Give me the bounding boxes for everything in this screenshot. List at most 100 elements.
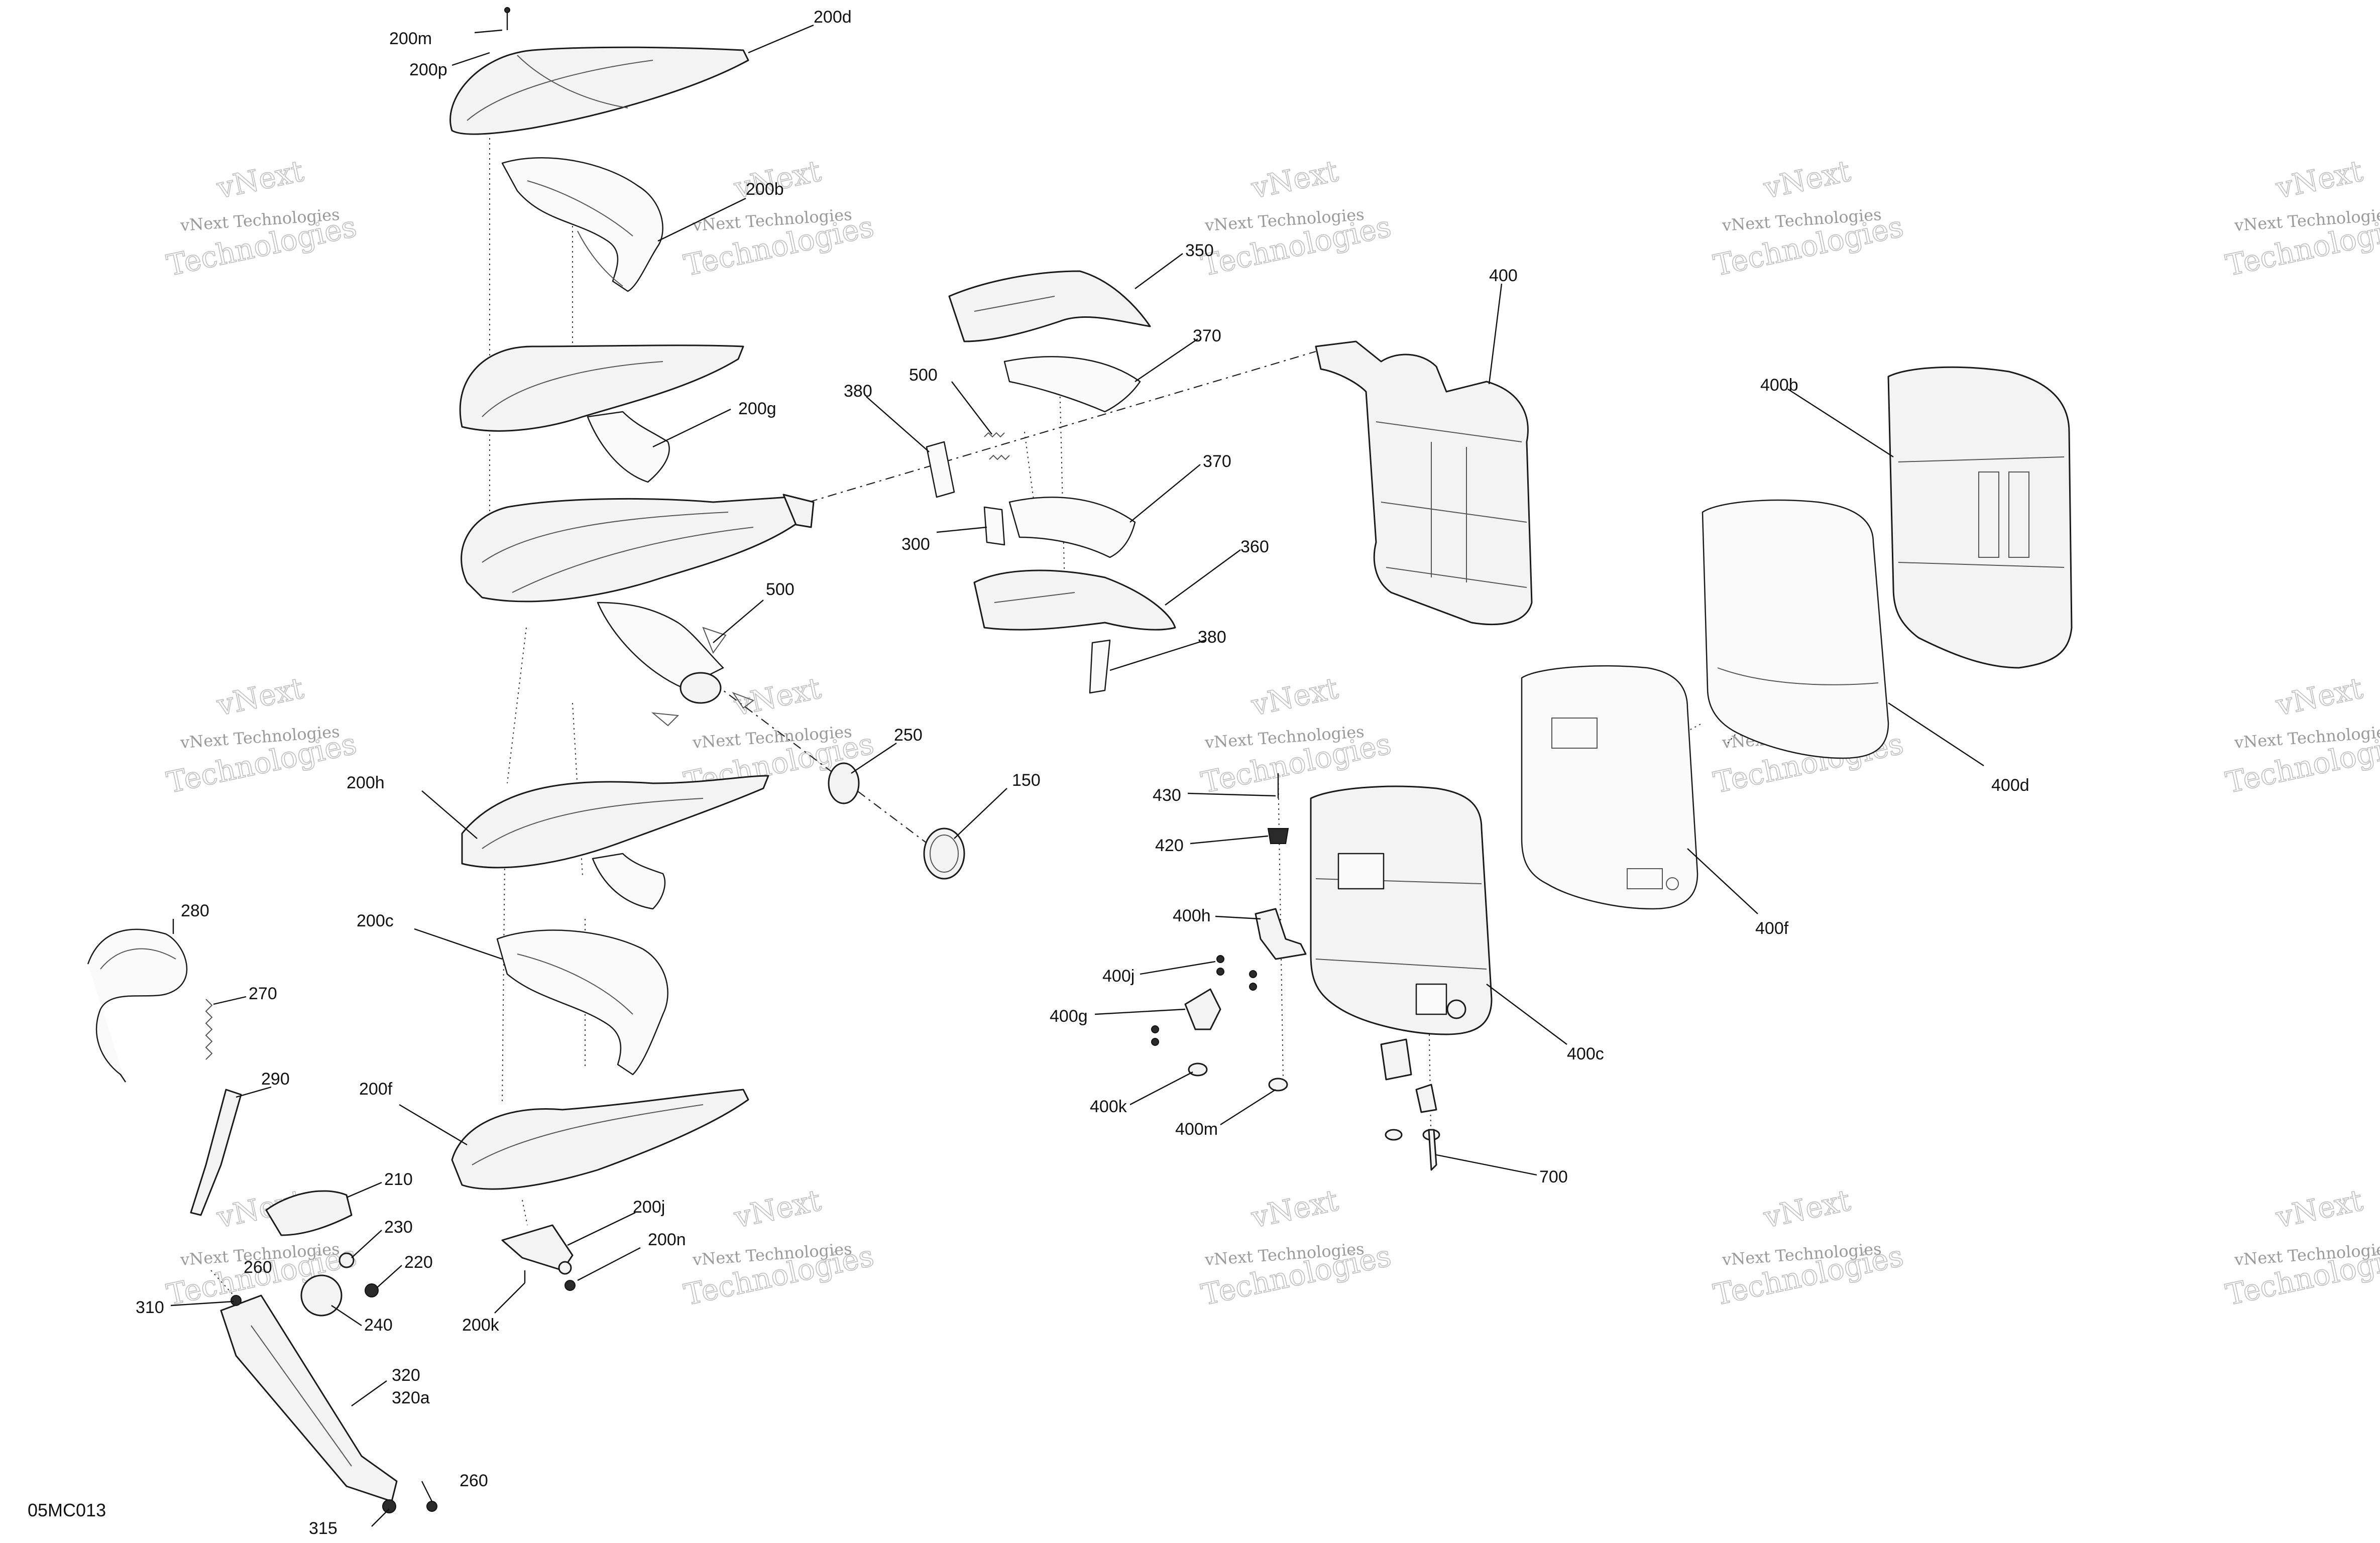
leader-200p (451, 52, 490, 66)
callout-310: 310 (136, 1298, 164, 1317)
shield-body (459, 344, 744, 432)
shell-contour (1315, 959, 1487, 970)
grommet (1385, 1129, 1403, 1141)
bracket-nut (558, 1261, 572, 1275)
leader-200b (657, 197, 746, 242)
screw-260 (426, 1501, 437, 1512)
svg-text:vNext: vNext (2273, 1183, 2365, 1235)
mount-edge (251, 1325, 352, 1467)
part-200h-shield (461, 775, 769, 910)
callout-380-upper: 380 (844, 382, 872, 401)
screw-400j (1249, 983, 1257, 991)
callout-420: 420 (1155, 836, 1184, 855)
pipe-contour (994, 592, 1075, 603)
svg-text:vNext: vNext (213, 671, 306, 723)
part-400b-cover (1887, 366, 2073, 669)
svg-text:vNext: vNext (2273, 154, 2365, 205)
screw-400j (1216, 968, 1224, 976)
callout-315: 315 (309, 1519, 337, 1538)
callout-200m: 200m (389, 29, 432, 48)
washer-220 (300, 1274, 343, 1317)
svg-text:vNext: vNext (1760, 154, 1853, 205)
spring-500 (732, 691, 755, 709)
part-380-clamp-upper (926, 441, 955, 498)
leader-200n (577, 1247, 641, 1281)
screw-400g (1151, 1038, 1159, 1046)
leader-220 (376, 1265, 402, 1288)
leader-315 (371, 1508, 390, 1527)
part-350-pipe-half (948, 270, 1151, 342)
leader-400h (1215, 915, 1261, 920)
cover-body (1887, 366, 2073, 669)
cover-slot (2008, 471, 2029, 558)
callout-230: 230 (384, 1218, 413, 1237)
muffler-contour (1376, 421, 1522, 442)
pipe-contour (482, 512, 729, 563)
leader-200d (748, 24, 814, 54)
callout-210: 210 (384, 1170, 413, 1189)
part-main-exhaust-pipe (461, 494, 815, 727)
screw-200m (504, 7, 510, 13)
callout-350: 350 (1185, 241, 1214, 260)
shield-contour (517, 55, 628, 108)
leader-400d (1888, 702, 1984, 767)
muffler-body (1315, 340, 1533, 626)
guide-line (502, 858, 505, 1105)
callout-370-lower: 370 (1203, 452, 1231, 471)
guide-line (1024, 431, 1035, 508)
leader-200c (414, 928, 503, 960)
part-200j-bracket (501, 1224, 576, 1291)
part-200f-bottom-shield (451, 1089, 749, 1190)
part-muffler-hardware (1151, 773, 1440, 1171)
callout-400h: 400h (1173, 906, 1211, 925)
pipe-elbow (597, 602, 724, 689)
callout-400d: 400d (1991, 776, 2029, 795)
part-200g-shield (459, 344, 744, 483)
leader-370-lower (1129, 464, 1201, 523)
callout-200k: 200k (462, 1316, 500, 1335)
bracket-400h (1255, 908, 1307, 960)
leader-400f (1687, 848, 1758, 914)
svg-text:vNext: vNext (1760, 1183, 1853, 1235)
shield-body (501, 157, 663, 292)
pipe-half-body (948, 270, 1151, 342)
ring-inner (930, 835, 959, 873)
callout-290: 290 (261, 1070, 290, 1089)
callout-380-lower: 380 (1198, 628, 1226, 647)
pipe-contour (512, 527, 754, 593)
shield-elbow (587, 411, 670, 483)
leader-380-upper (866, 396, 930, 452)
strap-band (87, 928, 188, 1083)
leader-400 (1488, 283, 1503, 385)
callout-400k: 400k (1090, 1097, 1127, 1116)
clip-700 (1428, 1129, 1437, 1171)
panel-body (1702, 499, 1889, 759)
callout-260-upper: 260 (244, 1258, 272, 1277)
pipe-flange (679, 672, 722, 704)
clamp-body (926, 441, 955, 498)
leader-700 (1436, 1154, 1537, 1176)
part-200d-top-shield (449, 7, 749, 135)
callout-320: 320 (392, 1366, 420, 1385)
panel-label-plate (1551, 718, 1598, 749)
leader-310 (170, 1300, 234, 1307)
callout-200n: 200n (648, 1230, 686, 1249)
bracket-400g (1184, 988, 1221, 1030)
grommet-400m (1268, 1078, 1288, 1092)
leader-210 (346, 1181, 382, 1199)
callout-300: 300 (901, 535, 930, 554)
part-360-pipe-half (973, 569, 1176, 631)
part-280-strap (87, 928, 188, 1083)
cover-slot (1978, 471, 1999, 558)
shell-bracket-plate (1337, 853, 1385, 890)
pipe-half-body (973, 569, 1176, 631)
callout-500-upper: 500 (909, 366, 938, 385)
callout-360: 360 (1240, 537, 1269, 556)
leader-320 (351, 1380, 387, 1406)
callout-400: 400 (1489, 266, 1518, 285)
part-200c-shield-elbow (496, 929, 668, 1076)
leader-230 (351, 1230, 382, 1258)
shield-contour (577, 230, 623, 287)
part-320-mount (220, 1294, 437, 1513)
cover-contour (1898, 562, 2065, 568)
